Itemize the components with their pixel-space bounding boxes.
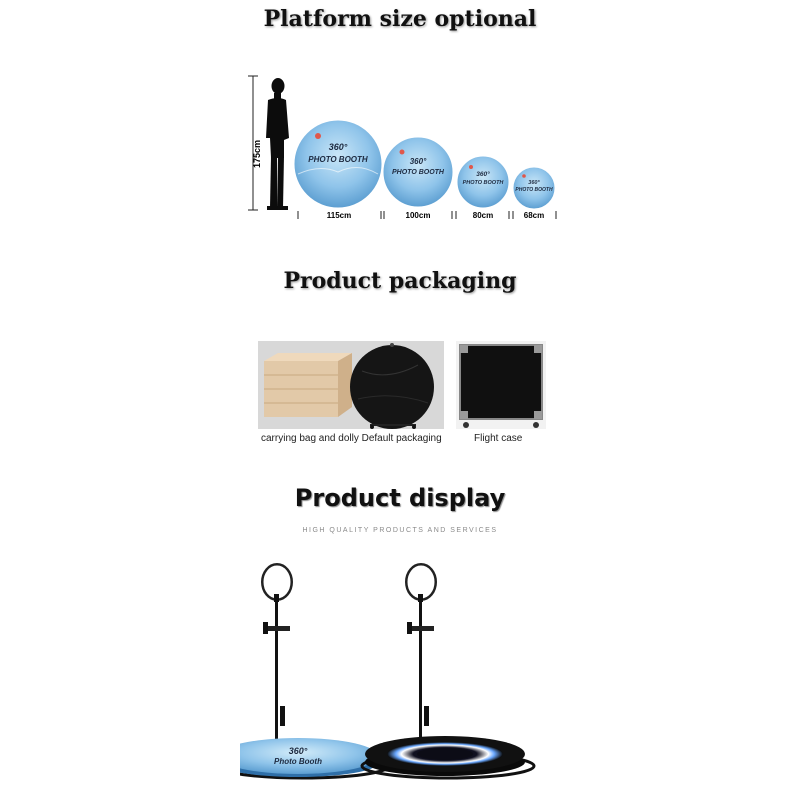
flight-case-photo: [456, 341, 546, 429]
photo-booth-led-platform: [360, 563, 536, 780]
svg-text:360°: 360°: [528, 180, 540, 186]
wooden-box-image: [264, 353, 352, 417]
svg-text:PHOTO BOOTH: PHOTO BOOTH: [308, 155, 368, 164]
flight-case-image: [459, 344, 543, 420]
size-label-115: 115cm: [327, 211, 351, 220]
platform-disc-80: 360° PHOTO BOOTH: [456, 155, 510, 209]
platform-size-figure: 175cm 360° PHOTO BOOTH 360° PHOTO BOOTH …: [248, 75, 557, 220]
carrying-bag-image: [350, 343, 434, 429]
display-disc-brand-2: Photo Booth: [274, 757, 322, 766]
size-label-68: 68cm: [524, 211, 544, 220]
svg-text:360°: 360°: [410, 157, 427, 166]
svg-text:360°: 360°: [476, 170, 490, 178]
platform-disc-100: 360° PHOTO BOOTH: [382, 136, 454, 208]
photo-booth-blue-platform: 360° Photo Booth: [240, 563, 391, 780]
default-packaging-caption: carrying bag and dolly Default packaging: [261, 433, 442, 444]
ring-light-icon-right: [405, 563, 437, 601]
platform-disc-115: 360° PHOTO BOOTH: [293, 119, 383, 209]
size-dimension-markers: [297, 211, 557, 219]
product-display-subtitle: HIGH QUALITY PRODUCTS AND SERVICES: [302, 527, 498, 534]
svg-text:PHOTO BOOTH: PHOTO BOOTH: [515, 187, 553, 193]
ring-light-icon: [261, 563, 293, 601]
product-display-heading: Product display: [294, 484, 506, 512]
display-disc-brand-1: 360°: [289, 746, 308, 756]
svg-text:PHOTO BOOTH: PHOTO BOOTH: [392, 169, 445, 176]
platform-size-heading: Platform size optional: [263, 6, 537, 32]
flight-case-caption: Flight case: [474, 433, 523, 444]
product-display-photos: 360° Photo Booth: [240, 563, 536, 780]
size-label-100: 100cm: [406, 211, 431, 220]
svg-text:360°: 360°: [329, 142, 348, 152]
svg-text:PHOTO BOOTH: PHOTO BOOTH: [463, 180, 505, 186]
product-packaging-heading: Product packaging: [283, 268, 517, 294]
default-packaging-photo: [258, 341, 444, 429]
platform-disc-68: 360° PHOTO BOOTH: [512, 166, 556, 210]
person-silhouette-icon: [266, 78, 289, 210]
size-label-80: 80cm: [473, 211, 493, 220]
height-label: 175cm: [252, 140, 262, 168]
